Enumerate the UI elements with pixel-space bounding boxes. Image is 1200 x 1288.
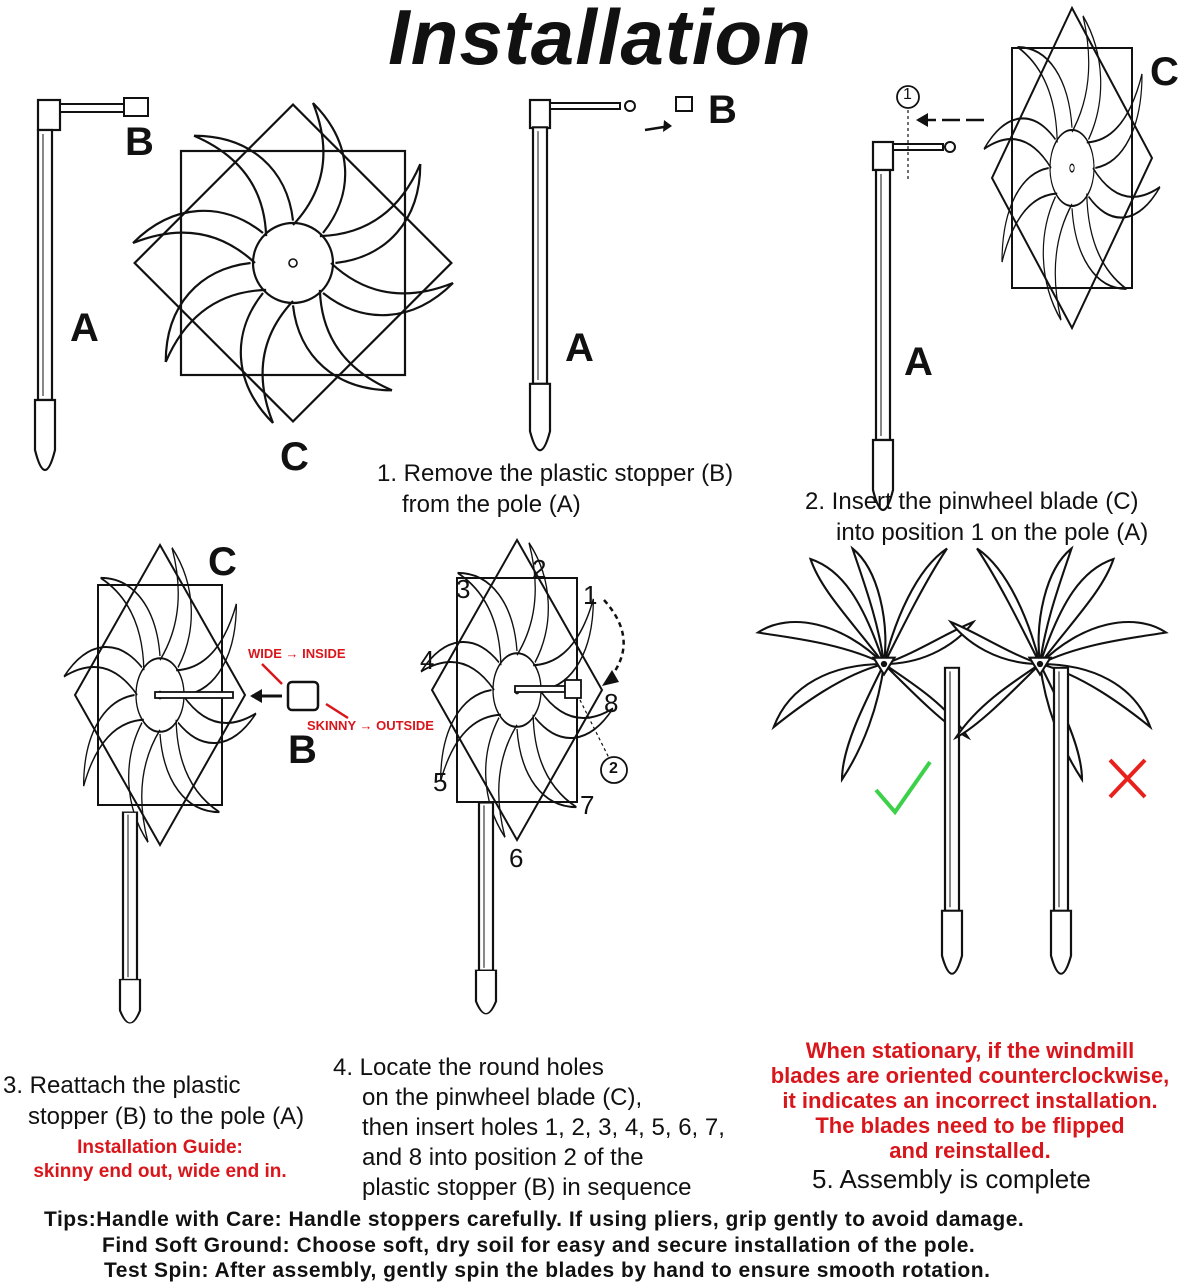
label-c-2: C: [1150, 50, 1179, 94]
page-title: Installation: [388, 0, 812, 81]
position-marker-1: 1: [903, 86, 912, 103]
panel-step5: [756, 547, 1168, 975]
panel-step4: [421, 537, 628, 1015]
check-icon: [874, 760, 932, 816]
label-a-3: A: [904, 340, 933, 384]
orientation-warning: When stationary, if the windmill blades …: [770, 1038, 1170, 1163]
arrow-label-skinny: SKINNY → OUTSIDE: [307, 718, 434, 733]
tip-handle-with-care: Tips:Handle with Care: Handle stoppers c…: [44, 1208, 1025, 1231]
tip-find-soft-ground: Find Soft Ground: Choose soft, dry soil …: [102, 1234, 976, 1257]
hole-number-8: 8: [604, 688, 619, 718]
hole-number-4: 4: [420, 645, 435, 675]
step-5-text: 5. Assembly is complete: [812, 1164, 1091, 1194]
arrow-label-wide: WIDE → INSIDE: [248, 646, 346, 661]
panel-parts: [33, 97, 453, 472]
cross-icon: [1108, 758, 1147, 799]
step-3-text: 3. Reattach the plastic stopper (B) to t…: [3, 1072, 305, 1130]
label-a-2: A: [565, 326, 594, 370]
tip-test-spin: Test Spin: After assembly, gently spin t…: [104, 1259, 991, 1282]
step-2-text: 2. Insert the pinwheel blade (C) into po…: [805, 488, 1149, 546]
hole-number-1: 1: [583, 580, 598, 610]
hole-number-3: 3: [456, 574, 471, 604]
hole-number-2: 2: [532, 554, 547, 584]
position-marker-2: 2: [609, 760, 618, 777]
label-c-1: C: [280, 435, 309, 479]
label-b-1: B: [125, 120, 154, 164]
hole-number-5: 5: [433, 767, 448, 797]
step-4-text: 4. Locate the round holes on the pinwhee…: [333, 1054, 725, 1201]
label-a-1: A: [70, 306, 99, 350]
panel-step1: [528, 96, 693, 452]
installation-guide: Installation Guide: skinny end out, wide…: [33, 1137, 287, 1182]
label-b-3: B: [288, 728, 317, 772]
label-b-2: B: [708, 88, 737, 132]
panel-step3: [64, 542, 349, 1025]
label-c-3: C: [208, 540, 237, 584]
hole-number-7: 7: [580, 790, 595, 820]
hole-number-6: 6: [509, 843, 524, 873]
step-1-text: 1. Remove the plastic stopper (B) from t…: [377, 460, 734, 518]
panel-step2: [871, 5, 1160, 512]
